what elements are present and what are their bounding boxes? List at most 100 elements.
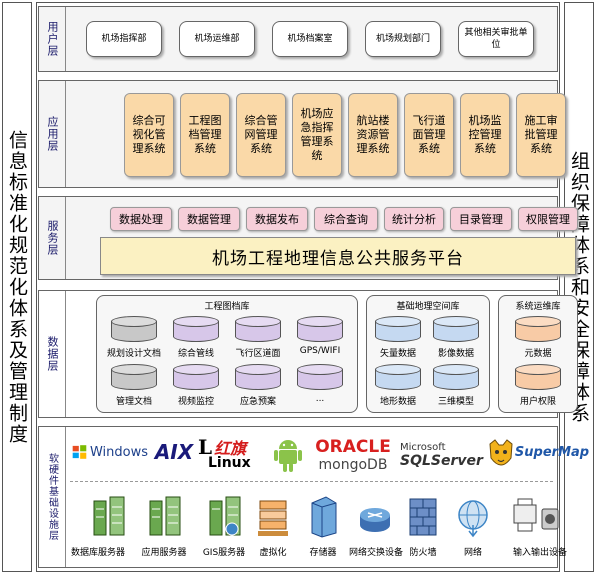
user-box-label: 其他相关审批单位: [464, 28, 528, 50]
aix-logo: AIX: [154, 435, 194, 469]
user-command-dept: 机场指挥部: [86, 21, 162, 57]
db-group-title: 工程图档库: [204, 302, 250, 312]
database-icon: [173, 316, 219, 342]
data-layer: 数据层 工程图档库 规划设计文档 综合管线 飞行区道面 GPS/WIFI 管理文…: [38, 290, 578, 418]
user-box-label: 机场指挥部: [101, 34, 147, 44]
storage-icon: [311, 496, 337, 538]
user-archive-room: 机场档案室: [272, 21, 348, 57]
infra-layer-label: 软硬件基础设施层: [46, 453, 58, 541]
database-server-icon: [93, 496, 125, 536]
infra-label: 网络: [463, 548, 482, 558]
app-box-label: 飞行道面管理系统: [412, 114, 446, 155]
user-layer-content: 机场指挥部 机场运维部 机场档案室 机场规划部门 其他相关审批单位: [65, 7, 557, 71]
divider: [70, 481, 553, 482]
user-box-label: 机场规划部门: [375, 34, 430, 44]
db-label: ...: [315, 394, 325, 404]
database-icon: [297, 364, 343, 390]
app-terminal-system: 航站楼资源管理系统: [348, 93, 398, 177]
infra-label: 应用服务器: [141, 548, 187, 558]
db-group-title: 基础地理空间库: [396, 302, 460, 312]
database-icon: [515, 364, 561, 390]
svc-box-label: 综合查询: [324, 213, 368, 226]
db-label: 用户权限: [519, 397, 556, 407]
data-layer-content: 工程图档库 规划设计文档 综合管线 飞行区道面 GPS/WIFI 管理文档 视频…: [65, 291, 578, 417]
user-box-label: 机场档案室: [287, 34, 333, 44]
infra-layer-content: Windows AIX L 红旗 Linux: [65, 427, 589, 567]
app-emergency-system: 机场应急指挥管理系统: [292, 93, 342, 177]
app-visualization-system: 综合可视化管理系统: [124, 93, 174, 177]
logo-text: Windows: [89, 444, 148, 460]
app-runway-system: 飞行道面管理系统: [404, 93, 454, 177]
svc-box-label: 统计分析: [392, 213, 436, 226]
windows-flag-icon: [72, 445, 87, 459]
app-box-label: 航站楼资源管理系统: [356, 114, 390, 155]
app-layer-label: 应用层: [46, 116, 59, 152]
infra-label: GIS服务器: [202, 548, 246, 558]
db-label: 影像数据: [437, 349, 474, 359]
user-planning-dept: 机场规划部门: [365, 21, 441, 57]
geospatial-db: 基础地理空间库 矢量数据 影像数据 地形数据 三维模型: [366, 295, 490, 413]
logo-text: Linux: [208, 455, 251, 471]
svc-box-label: 数据管理: [187, 213, 231, 226]
app-box-label: 综合管网管理系统: [244, 114, 278, 155]
svc-query: 综合查询: [314, 207, 378, 231]
windows-logo: Windows: [72, 435, 148, 469]
network-globe-icon: [458, 500, 488, 538]
database-icon: [433, 316, 479, 342]
gis-service-platform: 机场工程地理信息公共服务平台: [100, 237, 576, 275]
app-box-label: 工程图档管理系统: [188, 114, 222, 155]
standards-system-label: 信息标准化规范化体系及管理制度: [6, 129, 28, 445]
database-icon: [515, 316, 561, 342]
database-icon: [433, 364, 479, 390]
app-monitoring-system: 机场监控管理系统: [460, 93, 510, 177]
db-label: 管理文档: [115, 397, 152, 407]
svc-data-management: 数据管理: [178, 207, 240, 231]
system-ops-db: 系统运维库 元数据 用户权限: [498, 295, 578, 413]
network-switch-icon: [360, 508, 390, 532]
db-label: 规划设计文档: [106, 349, 161, 359]
data-layer-label-box: 数据层: [41, 291, 63, 417]
app-layer-content: 综合可视化管理系统 工程图档管理系统 综合管网管理系统 机场应急指挥管理系统 航…: [65, 81, 566, 187]
io-devices-icon: [513, 498, 559, 532]
firewall-icon: [409, 498, 437, 536]
database-icon: [297, 316, 343, 342]
virtualization-icon: [258, 500, 288, 536]
redflag-linux-logo: L 红旗 Linux: [198, 435, 266, 471]
db-label: 视频监控: [177, 397, 214, 407]
svc-statistics: 统计分析: [384, 207, 444, 231]
gis-server-icon: [209, 496, 241, 536]
engineering-drawing-db: 工程图档库 规划设计文档 综合管线 飞行区道面 GPS/WIFI 管理文档 视频…: [96, 295, 358, 413]
infra-label: 数据库服务器: [70, 548, 125, 558]
app-pipeline-system: 综合管网管理系统: [236, 93, 286, 177]
tomcat-logo: [484, 435, 518, 475]
svc-data-publishing: 数据发布: [246, 207, 308, 231]
app-box-label: 施工审批管理系统: [524, 114, 558, 155]
user-box-label: 机场运维部: [194, 34, 240, 44]
db-label: 地形数据: [379, 397, 416, 407]
user-approval-units: 其他相关审批单位: [458, 21, 534, 57]
application-server-icon: [149, 496, 181, 536]
standards-system-pillar: 信息标准化规范化体系及管理制度: [2, 2, 32, 572]
user-layer-label-box: 用户层: [41, 7, 63, 71]
android-robot-icon: [274, 440, 302, 472]
app-box-label: 综合可视化管理系统: [132, 114, 166, 155]
svc-box-label: 权限管理: [526, 213, 570, 226]
svc-box-label: 数据发布: [255, 213, 299, 226]
service-layer-content: 数据处理 数据管理 数据发布 综合查询 统计分析 目录管理 权限管理 机场工程地…: [65, 197, 578, 279]
android-logo: [270, 435, 306, 475]
app-box-label: 机场应急指挥管理系统: [300, 107, 334, 162]
app-layer-label-box: 应用层: [41, 81, 63, 187]
logo-text: Microsoft: [400, 441, 446, 453]
infra-label: 存储器: [309, 548, 337, 558]
service-layer: 服务层 数据处理 数据管理 数据发布 综合查询 统计分析 目录管理 权限管理 机…: [38, 196, 578, 280]
platform-label: 机场工程地理信息公共服务平台: [212, 248, 464, 269]
architecture-frame: [36, 2, 560, 572]
application-layer: 应用层 综合可视化管理系统 工程图档管理系统 综合管网管理系统 机场应急指挥管理…: [38, 80, 566, 188]
svc-data-processing: 数据处理: [110, 207, 172, 231]
logo-text: ORACLE: [315, 437, 391, 457]
db-label: 元数据: [524, 349, 552, 359]
user-layer: 用户层 机场指挥部 机场运维部 机场档案室 机场规划部门 其他相关审批单位: [38, 6, 558, 72]
db-label: 三维模型: [437, 397, 474, 407]
infra-label: 输入输出设备: [512, 548, 567, 558]
tomcat-icon: [489, 439, 513, 466]
